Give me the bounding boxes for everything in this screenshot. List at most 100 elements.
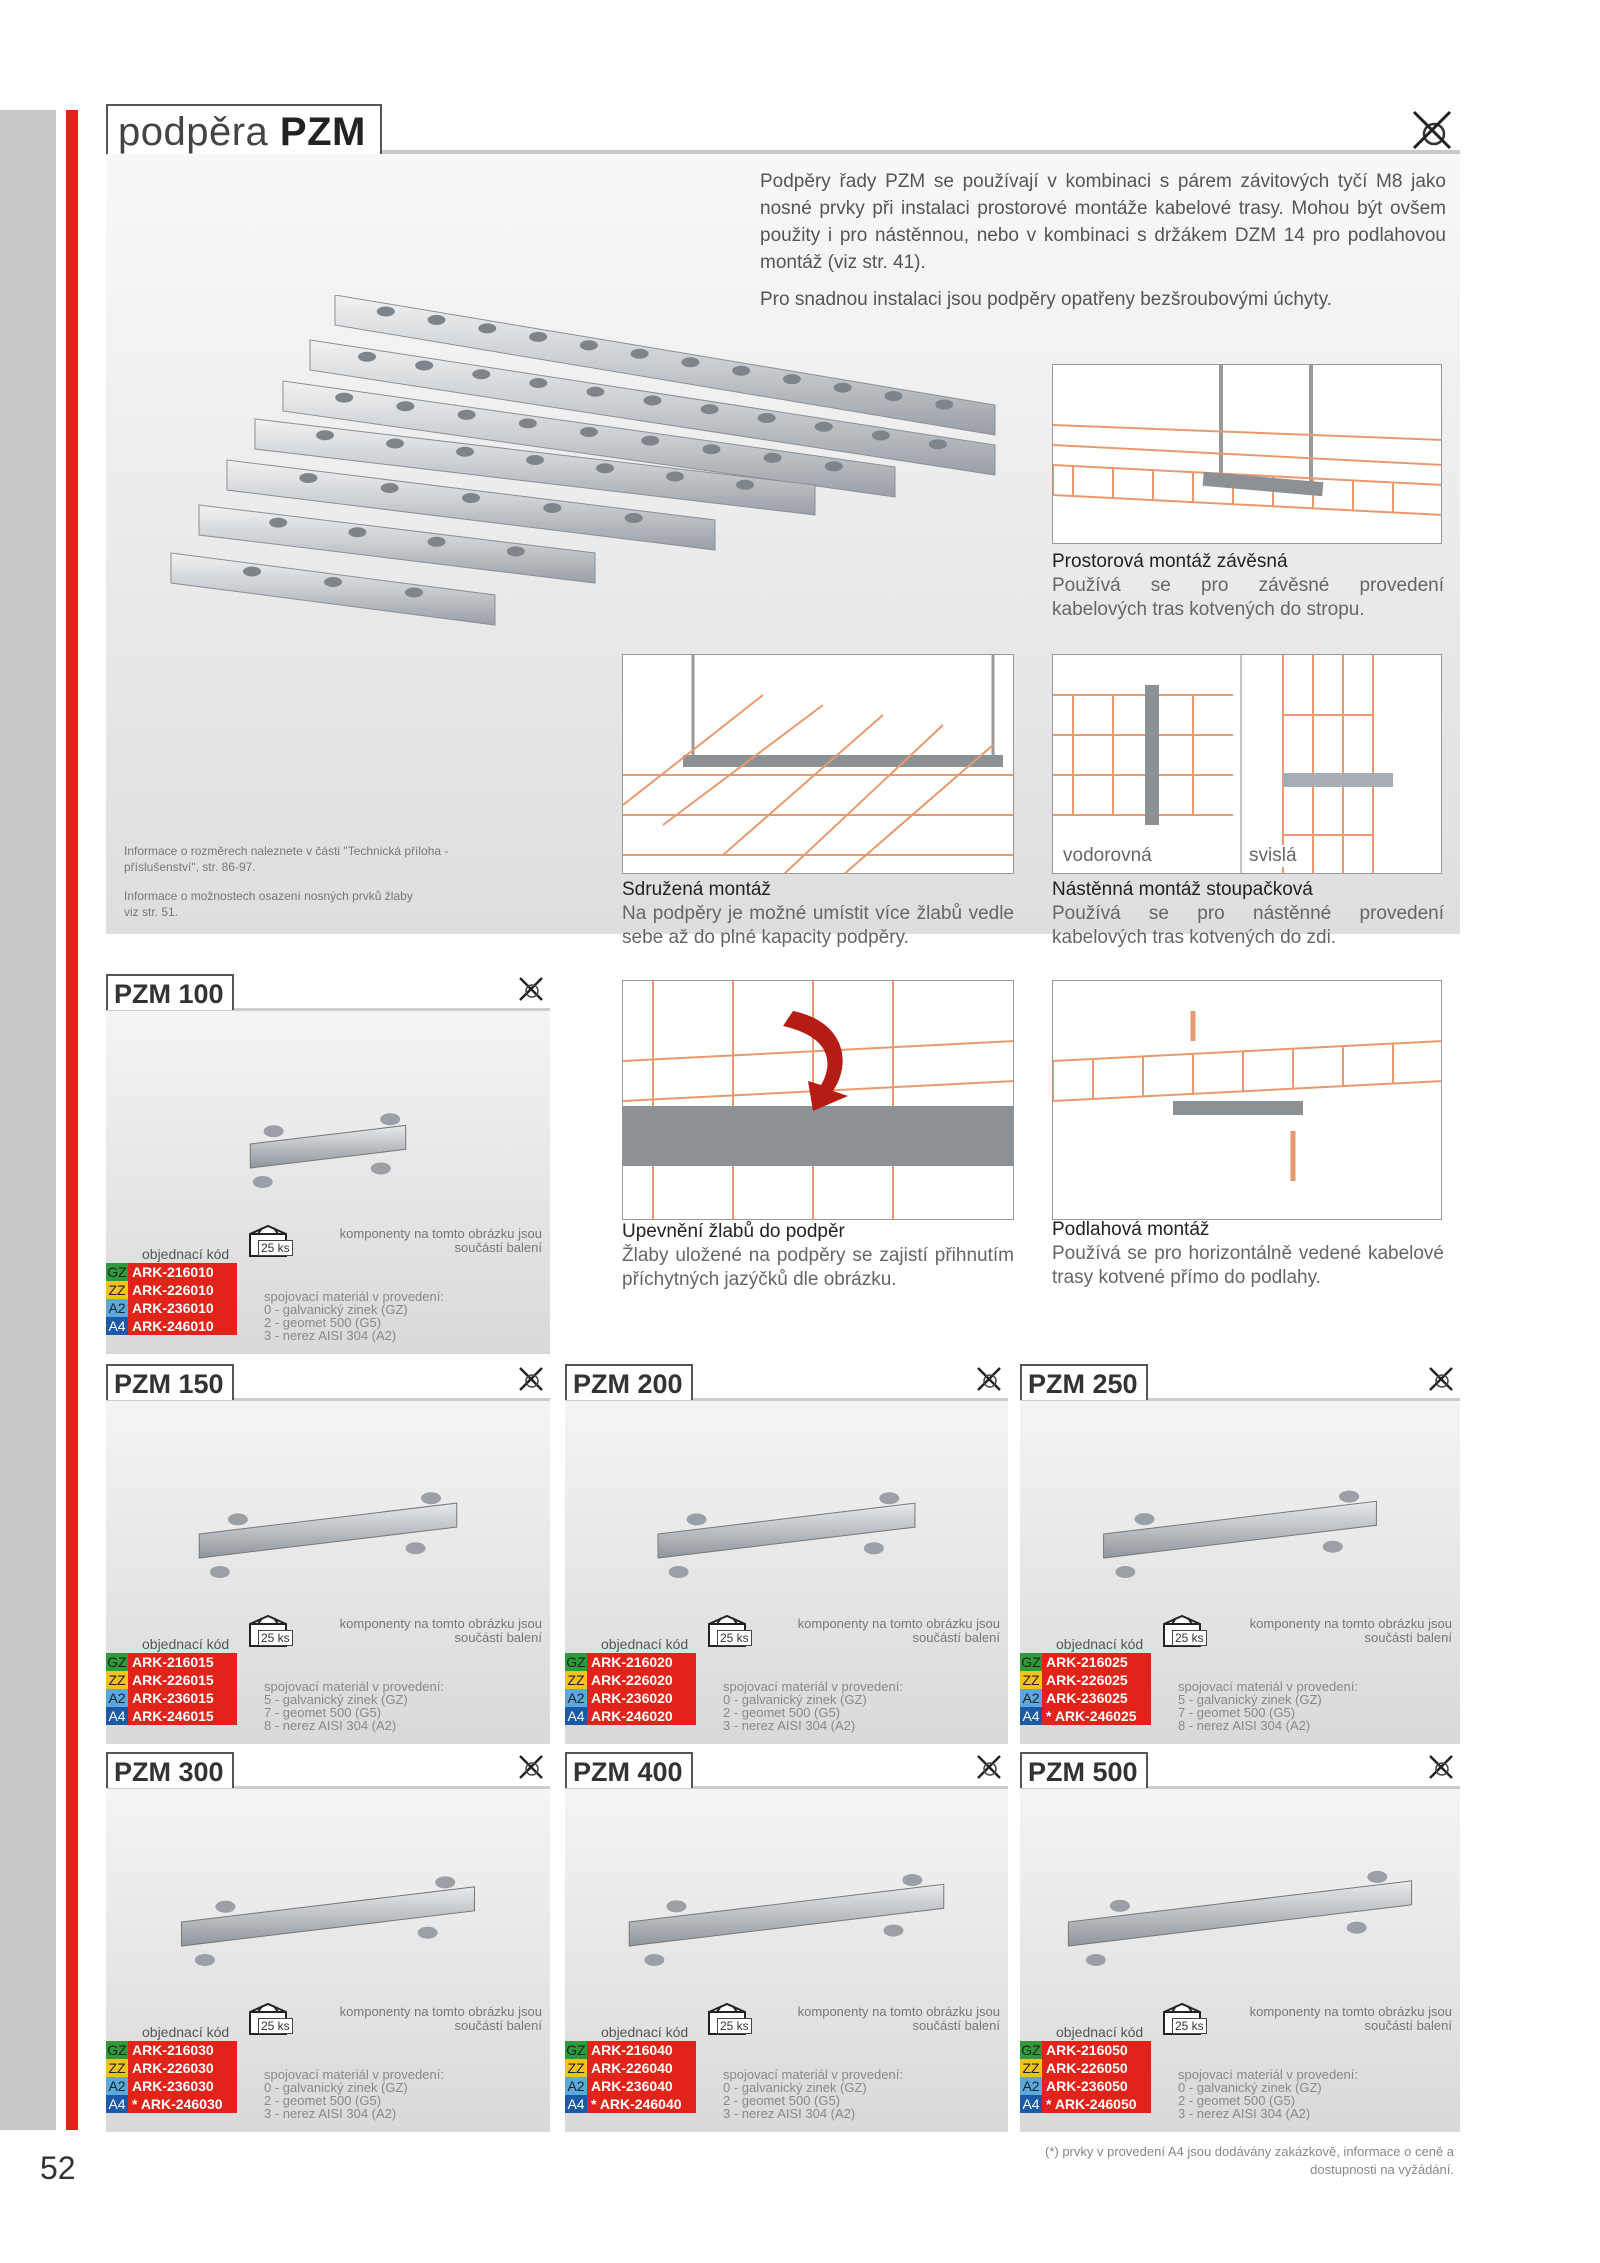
order-code: ARK-246015 (128, 1707, 237, 1725)
product-title: PZM 150 (106, 1364, 234, 1400)
order-code: ARK-236040 (587, 2077, 696, 2095)
rail-clip (732, 365, 751, 376)
rail-clip (358, 351, 377, 362)
rail-clip (405, 587, 423, 598)
material-item: 3 - nerez AISI 304 (A2) (1178, 2106, 1311, 2121)
rail (198, 504, 596, 584)
order-code: ARK-236010 (128, 1299, 237, 1317)
order-code: * ARK-246040 (587, 2095, 696, 2113)
material-title: spojovací materiál v provedení: (723, 2067, 903, 2082)
components-note: komponenty na tomto obrázku jsou součást… (797, 2004, 1000, 2033)
rail-clip (833, 382, 852, 393)
order-code-label: objednací kód (1056, 2024, 1144, 2040)
title-light: podpěra (118, 110, 280, 154)
rail-clip (700, 404, 719, 415)
package-label: 25 ks (1172, 2018, 1207, 2034)
order-code: * ARK-246025 (1042, 1707, 1151, 1725)
material-item: 2 - geomet 500 (G5) (723, 2093, 841, 2108)
accent-bar (66, 110, 78, 2130)
intro-paragraph-1: Podpěry řady PZM se používají v kombinac… (760, 171, 1446, 273)
material-item: 0 - galvanický zinek (GZ) (723, 2080, 867, 2095)
finish-badge: ZZ (565, 2059, 587, 2077)
order-code: ARK-226015 (128, 1671, 237, 1689)
material-info: spojovací materiál v provedení:0 - galva… (723, 2068, 903, 2120)
rail-clip (824, 461, 843, 472)
rail-clip (580, 427, 598, 437)
panel-rule (1020, 1398, 1460, 1401)
material-item: 8 - nerez AISI 304 (A2) (264, 1718, 397, 1733)
components-note: komponenty na tomto obrázku jsou součást… (1249, 2004, 1452, 2033)
material-item: 3 - nerez AISI 304 (A2) (264, 2106, 397, 2121)
finish-badge: A4 (106, 1707, 128, 1725)
illustration-suspended (1052, 364, 1442, 544)
finish-badge: A4 (565, 1707, 587, 1725)
finish-badge: A2 (106, 1299, 128, 1317)
rail-clip (243, 566, 261, 577)
rail-clip (579, 340, 598, 351)
caption-suspended-title: Prostorová montáž závěsná (1052, 551, 1288, 572)
finish-badge: GZ (565, 1653, 587, 1671)
finish-badge: GZ (565, 2041, 587, 2059)
material-info: spojovací materiál v provedení:0 - galva… (264, 1290, 444, 1342)
product-drawing (1103, 1490, 1377, 1578)
panel-rule (565, 1786, 1008, 1789)
rail-clip (456, 446, 474, 457)
caption-combined: Sdružená montáž Na podpěry je možné umís… (622, 878, 1014, 950)
order-code: ARK-216020 (587, 1653, 696, 1671)
rail-clip (681, 357, 700, 368)
finish-badge: ZZ (1020, 1671, 1042, 1689)
rail-clip (415, 360, 434, 371)
material-item: 5 - galvanický zinek (GZ) (1178, 1692, 1322, 1707)
no-halogen-icon (977, 1755, 1001, 1779)
material-info: spojovací materiál v provedení:5 - galva… (264, 1680, 444, 1732)
components-note: komponenty na tomto obrázku jsou součást… (339, 1226, 542, 1255)
rail (334, 295, 996, 436)
caption-wall: Nástěnná montáž stoupačková Používá se p… (1052, 878, 1444, 950)
material-item: 0 - galvanický zinek (GZ) (264, 2080, 408, 2095)
order-code: ARK-226040 (587, 2059, 696, 2077)
material-item: 2 - geomet 500 (G5) (264, 1315, 382, 1330)
rail-clip (324, 577, 342, 587)
material-item: 0 - galvanický zinek (GZ) (723, 1692, 867, 1707)
rail-clip (814, 421, 833, 432)
label-horizontal: vodorovná (1063, 845, 1152, 867)
rail-clip (506, 546, 525, 557)
panel-rule (1020, 1786, 1460, 1789)
order-code: ARK-216025 (1042, 1653, 1151, 1671)
finish-badge: A4 (1020, 1707, 1042, 1725)
finish-badge: ZZ (106, 2059, 128, 2077)
components-note: komponenty na tomto obrázku jsou součást… (339, 1616, 542, 1645)
no-halogen-icon (519, 1367, 543, 1391)
material-item: 8 - nerez AISI 304 (A2) (1178, 1718, 1311, 1733)
finish-badge: A4 (1020, 2095, 1042, 2113)
rail-clip (376, 306, 395, 317)
rail-clip (529, 378, 548, 388)
rail-clip (335, 392, 354, 403)
material-item: 2 - geomet 500 (G5) (723, 1705, 841, 1720)
product-drawing (1067, 1870, 1413, 1966)
product-title: PZM 400 (565, 1752, 693, 1788)
finish-badge: A4 (106, 1317, 128, 1335)
intro-paragraph-2: Pro snadnou instalaci jsou podpěry opatř… (760, 289, 1333, 310)
product-drawing (628, 1874, 945, 1966)
rail-clip (526, 455, 544, 465)
rail-clip (518, 418, 537, 429)
order-code-label: objednací kód (142, 1246, 230, 1262)
rail-clip (269, 517, 288, 528)
finish-badge: A2 (1020, 2077, 1042, 2095)
finish-badge: A2 (565, 2077, 587, 2095)
material-item: 0 - galvanický zinek (GZ) (264, 1302, 408, 1317)
